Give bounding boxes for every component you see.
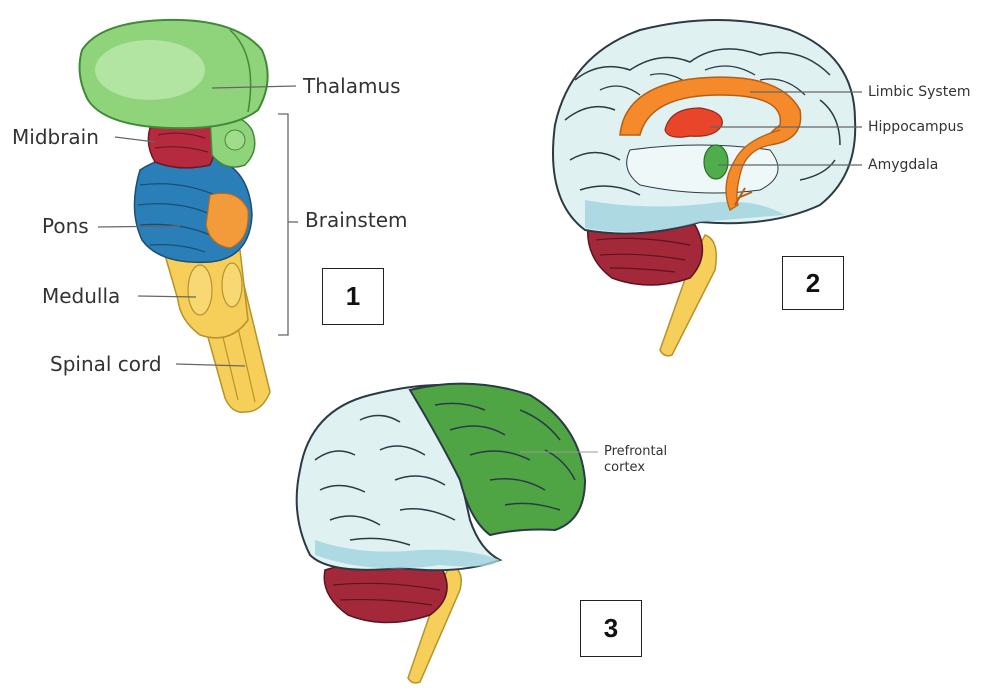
prefrontal-cortex-label: Prefrontal cortex — [604, 444, 667, 476]
medulla-label: Medulla — [42, 284, 120, 308]
brainstem-label: Brainstem — [305, 208, 407, 232]
figure-number-2: 2 — [782, 256, 844, 310]
prefrontal-label-line1: Prefrontal — [604, 444, 667, 460]
figure-number-3: 3 — [580, 600, 642, 657]
pons-label: Pons — [42, 214, 89, 238]
hippocampus-label: Hippocampus — [868, 119, 964, 135]
limbic-system-label: Limbic System — [868, 84, 970, 100]
thalamus-label: Thalamus — [303, 74, 401, 98]
midbrain-label: Midbrain — [12, 125, 99, 149]
figure-number-1: 1 — [322, 268, 384, 325]
spinal-cord-label: Spinal cord — [50, 352, 162, 376]
amygdala-label: Amygdala — [868, 157, 938, 173]
amygdala-shape — [704, 145, 728, 179]
prefrontal-label-line2: cortex — [604, 460, 667, 476]
figure-3-prefrontal-illustration — [297, 384, 598, 683]
